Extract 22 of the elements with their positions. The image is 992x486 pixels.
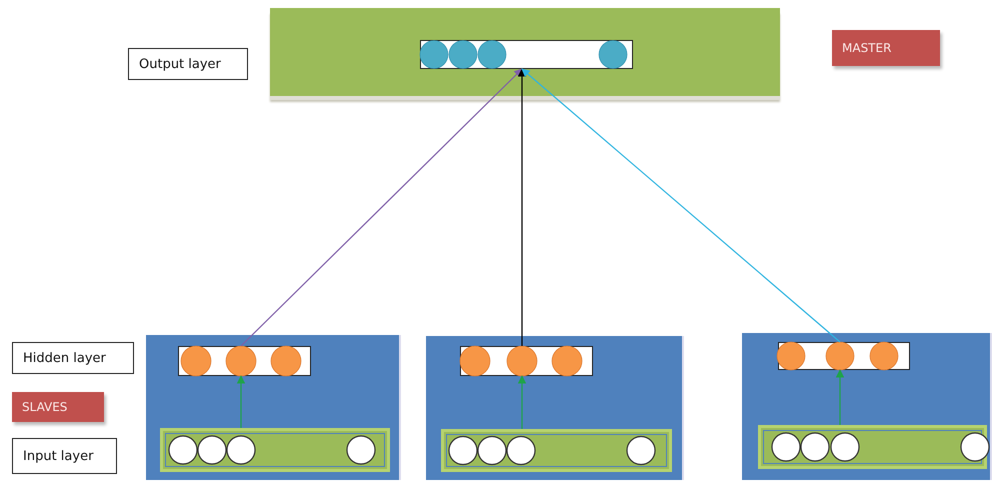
input-layer-bar (160, 428, 390, 472)
role-label: SLAVES (12, 392, 104, 422)
layer-label: Output layer (128, 48, 248, 80)
neuron-layer-bar (178, 346, 311, 376)
slave-panel (742, 333, 992, 480)
slave-panel (146, 335, 401, 480)
input-layer-bar (441, 429, 672, 472)
neuron-layer-bar (778, 342, 910, 370)
arrow (236, 375, 246, 428)
arrow (836, 369, 844, 425)
arrow (521, 68, 840, 342)
neuron-layer-bar (460, 346, 593, 376)
arrow (518, 68, 526, 346)
master-panel (270, 8, 780, 96)
input-layer-bar (758, 425, 987, 469)
arrow (240, 68, 523, 346)
neuron-layer-bar (420, 40, 633, 69)
layer-label: Hidden layer (12, 342, 134, 374)
slave-panel (426, 336, 684, 480)
arrow (518, 375, 526, 429)
role-label: MASTER (832, 30, 940, 66)
layer-label: Input layer (12, 438, 117, 474)
